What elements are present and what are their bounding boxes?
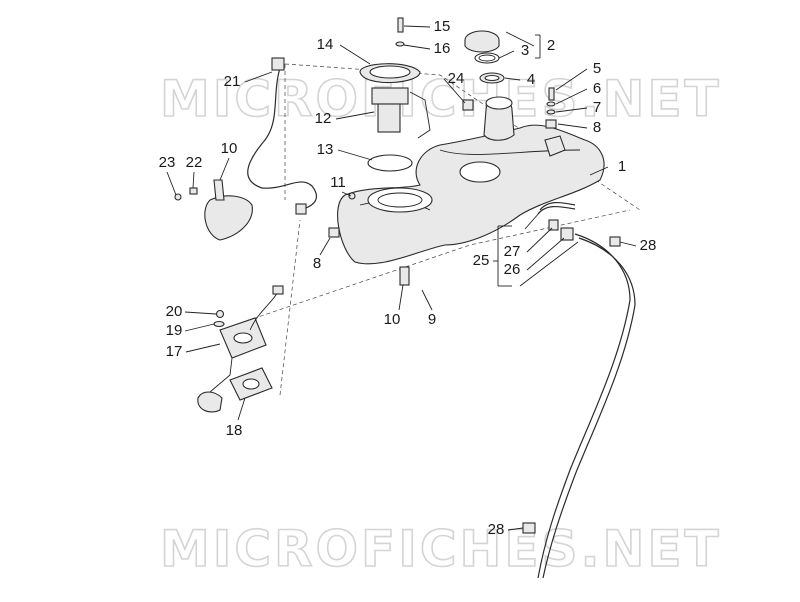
callout-8: 8	[313, 255, 321, 272]
leader-lines	[166, 25, 637, 531]
callout-9: 9	[428, 311, 436, 328]
callout-18: 18	[226, 422, 243, 439]
callout-15: 15	[434, 18, 451, 35]
callout-26: 26	[504, 261, 521, 278]
callout-10: 10	[221, 140, 238, 157]
callout-23: 23	[159, 154, 176, 171]
callout-21: 21	[224, 73, 241, 90]
callout-5: 5	[593, 60, 601, 77]
callout-6: 6	[593, 80, 601, 97]
callout-4: 4	[527, 71, 535, 88]
watermark-bottom: MICROFICHES.NET	[160, 520, 722, 578]
callout-11: 11	[330, 174, 346, 191]
callout-22: 22	[186, 154, 203, 171]
callout-19: 19	[166, 322, 183, 339]
callout-28: 28	[640, 237, 657, 254]
callout-17: 17	[166, 343, 183, 360]
fasteners-right	[545, 87, 557, 129]
callout-20: 20	[166, 303, 183, 320]
callout-8: 8	[593, 119, 601, 136]
callout-7: 7	[593, 99, 601, 116]
callout-3: 3	[521, 42, 529, 59]
callout-1: 1	[618, 158, 626, 175]
callout-16: 16	[434, 40, 451, 57]
callout-27: 27	[504, 243, 521, 260]
fuel-tank	[337, 96, 605, 265]
callout-12: 12	[315, 110, 332, 127]
fuel-hose-injector	[174, 57, 410, 286]
watermark-top: MICROFICHES.NET	[160, 70, 722, 128]
fuel-pump-assembly	[359, 17, 474, 172]
vent-line	[522, 202, 636, 579]
callout-10: 10	[384, 311, 401, 328]
callout-24: 24	[448, 70, 465, 87]
fuel-cap-assembly	[464, 30, 505, 84]
callout-2: 2	[547, 37, 555, 54]
callout-13: 13	[317, 141, 334, 158]
callout-labels: 1234567889101011121314151617181920212223…	[159, 18, 657, 538]
callout-14: 14	[317, 36, 334, 53]
callout-28: 28	[488, 521, 505, 538]
callout-25: 25	[473, 252, 490, 269]
fuel-level-sender	[197, 285, 284, 413]
